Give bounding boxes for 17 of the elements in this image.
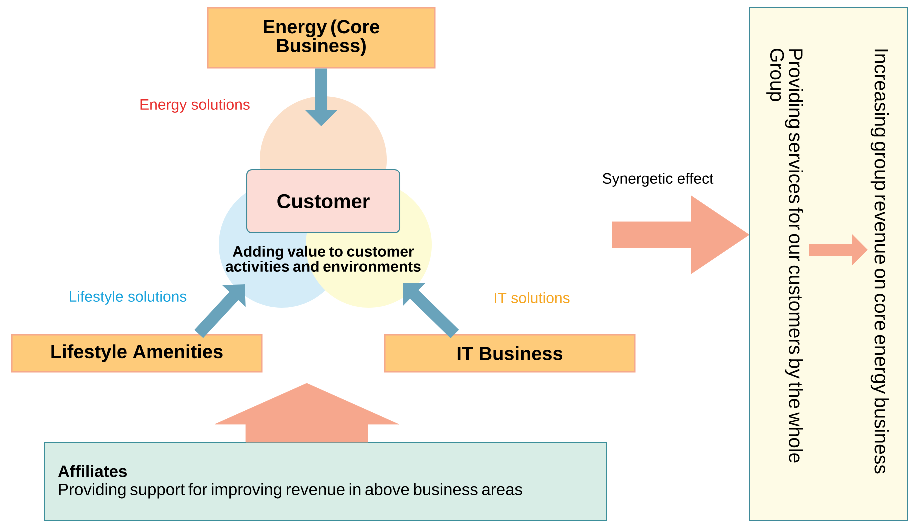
business-box: Lifestyle Amenities: [11, 334, 263, 373]
rotated-text: Providing services for our customers by the whole Group: [766, 48, 804, 463]
arrow: [403, 283, 460, 339]
business-box: IT Business: [384, 334, 636, 373]
affiliates-box: Affiliates Providing support for improving revenue in above business areas: [44, 442, 608, 521]
rotated-text: Increasing group revenue on core energy business: [870, 50, 890, 474]
block-arrow: [214, 383, 400, 443]
block-arrow: [612, 196, 750, 274]
edge-label: Synergetic effect: [602, 173, 714, 187]
customer-box: Customer: [246, 169, 400, 234]
panel-box: [750, 8, 908, 521]
arrow: [194, 284, 246, 338]
edge-label: Lifestyle solutions: [70, 291, 187, 305]
caption-text: Adding value to customer activities and environments: [226, 246, 421, 272]
business-box: Energy (Core Business): [207, 7, 436, 69]
edge-label: IT solutions: [495, 292, 570, 304]
edge-label: Energy solutions: [140, 99, 250, 113]
